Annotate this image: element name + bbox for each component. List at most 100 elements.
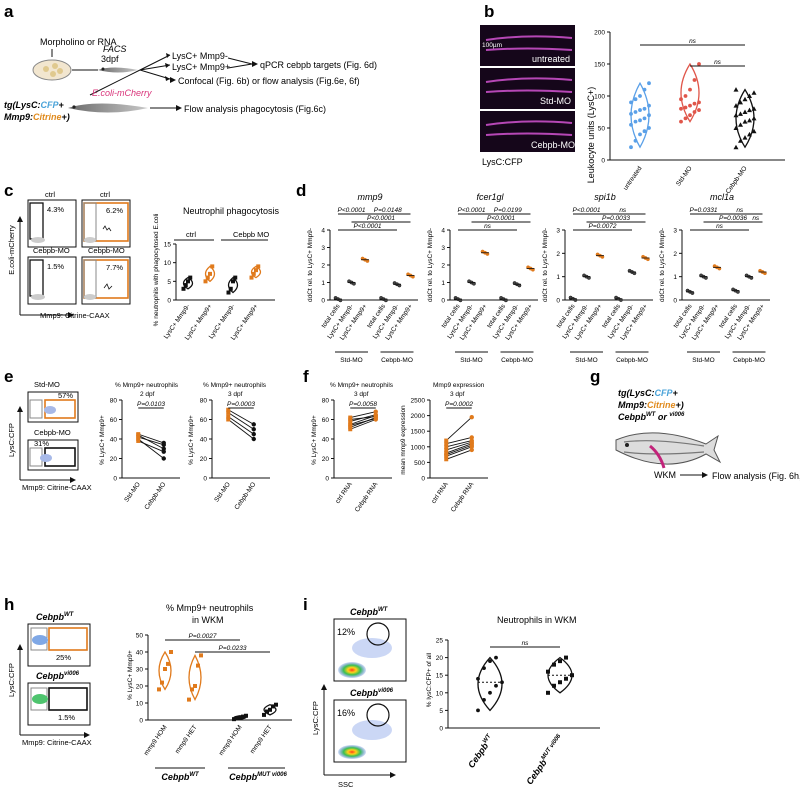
b-s0-point xyxy=(638,118,642,123)
c-s0-point xyxy=(181,286,186,291)
flow-c4-label: Cebpb-MO xyxy=(88,246,125,255)
e-c1-point-a xyxy=(136,432,141,437)
b-s0-point xyxy=(629,112,633,116)
e-c2-pair-line xyxy=(227,419,255,440)
merge-arrows xyxy=(227,57,253,69)
b-s2-point xyxy=(738,99,743,105)
panel-g: g tg(LysC:CFP+ Mmp9:Citrine+) CebpbWT or… xyxy=(590,367,800,481)
b-s0-point xyxy=(647,81,651,86)
qpcr-label: qPCR cebpb targets (Fig. 6d) xyxy=(260,60,377,70)
c-s3-point xyxy=(251,271,256,276)
wkm-label: WKM xyxy=(654,470,676,480)
c-s1-point xyxy=(210,264,215,269)
flow-plot-c2: ctrl 6.2% xyxy=(81,190,131,248)
h-s0-point xyxy=(157,687,161,692)
e-c1-ylabel: % LysC+ Mmp9+ xyxy=(99,415,106,465)
e-c2-x-label: Cebpb-MO xyxy=(233,481,257,511)
f-c2-pair-line xyxy=(446,437,472,445)
b-s1-point xyxy=(688,87,692,92)
b-s2-point xyxy=(751,90,757,95)
d-spi1b-tick-label: 1 xyxy=(556,274,560,281)
h-s2-point xyxy=(244,713,248,718)
e-c2-pair-line xyxy=(227,416,255,435)
c-s0-point xyxy=(183,283,188,288)
h-s2-point xyxy=(241,714,245,719)
b-x-label: untreated xyxy=(622,165,644,192)
d-fcer1gl-tick-label: 1 xyxy=(441,280,445,287)
tg-line-g1: tg(LysC:CFP+ xyxy=(618,388,679,398)
e-c1-tick-label: 40 xyxy=(110,437,118,444)
image-label-cebpb: Cebpb-MO xyxy=(531,140,575,150)
f-c2-tick-label: 2000 xyxy=(411,413,426,420)
h-s3-point xyxy=(265,709,269,714)
f-c1-title2: 3 dpf xyxy=(354,391,369,398)
d-mcl1a-tick-label: 0 xyxy=(673,298,677,305)
f-c2-pair-line xyxy=(446,449,472,460)
d-mmp9-s4-sig: P<0.0001 xyxy=(353,223,381,230)
h-s2-point xyxy=(232,717,236,722)
tg-line-a1: tg(LysC:CFP+ xyxy=(4,100,65,110)
f-c2-ylabel: mean mmp9 expression xyxy=(400,405,407,475)
b-s2-point xyxy=(747,117,752,123)
i-tick-label: 15 xyxy=(436,673,444,680)
b-s1-violin xyxy=(680,62,700,123)
e-c2-point-b xyxy=(251,427,256,432)
b-s0-point xyxy=(638,108,642,112)
h-grp2: CebpbMUT vi006 xyxy=(229,772,287,782)
panel-c: c ctrl 4.3% ctrl 6.2% Cebpb-MO 1.5% xyxy=(4,181,280,342)
phago-label: Flow analysis phagocytosis (Fig.6c) xyxy=(184,104,326,114)
d-mmp9-s1-sig: P<0.0001 xyxy=(337,207,365,214)
d-mmp9-tick-label: 3 xyxy=(321,245,325,252)
image-label-untreated: untreated xyxy=(532,54,570,64)
b-s0-point xyxy=(642,116,647,121)
tg-line-a2: Mmp9:Citrine+) xyxy=(4,112,70,122)
g-flow-label: Flow analysis (Fig. 6h, 6i) xyxy=(712,471,800,481)
h-x-label: mmp9 HET xyxy=(249,724,274,755)
b-s2-point xyxy=(733,144,739,150)
e-flow1-pct: 57% xyxy=(58,391,73,400)
flow-c2-pct: 6.2% xyxy=(106,206,123,215)
d-spi1b-tick-label: 2 xyxy=(556,251,560,258)
flow-c3-label: Cebpb-MO xyxy=(33,246,70,255)
c-s2-violin xyxy=(227,276,239,294)
b-s1-point xyxy=(692,110,697,114)
f-c2-point-a xyxy=(444,438,449,443)
d-mmp9-title: mmp9 xyxy=(357,192,382,202)
i-title: Neutrophils in WKM xyxy=(497,615,577,625)
panel-letter-h: h xyxy=(4,595,14,614)
b-s2-point xyxy=(747,93,752,98)
b-s2-point xyxy=(733,87,739,92)
d-spi1b-s1-sig: P<0.0001 xyxy=(572,207,600,214)
b-s2-point xyxy=(733,112,739,118)
f-c2-tick-label: 1000 xyxy=(411,444,426,451)
b-s0-point xyxy=(633,119,638,124)
f-c1-tick-label: 60 xyxy=(322,417,330,424)
h-s0-point xyxy=(166,661,170,666)
i-ns-sig: ns xyxy=(522,640,530,647)
f-c2-pair-line xyxy=(446,446,472,457)
f-c2-point-b xyxy=(469,438,474,443)
i-s1-point xyxy=(558,680,562,685)
d-spi1b-tick-label: 3 xyxy=(556,228,560,235)
f-c1-pair-line xyxy=(350,419,376,430)
f-c1-point-a xyxy=(348,415,353,420)
b-s2-point xyxy=(751,128,757,134)
i-s0-point xyxy=(488,659,492,664)
d-spi1b-grp1: Std-MO xyxy=(575,357,597,364)
f-c2-sig: P=0.0002 xyxy=(445,401,473,408)
e-c2-x-label: Std-MO xyxy=(213,481,232,503)
c-s2-point xyxy=(231,279,235,284)
e-c1-x-label: Std-MO xyxy=(123,481,142,503)
ecoli-label: E.coli-mCherry xyxy=(92,88,152,98)
f-c2-point-b xyxy=(469,435,474,440)
b-s2-point xyxy=(747,131,752,137)
b-s2-point xyxy=(733,103,739,108)
i-s1-point xyxy=(564,676,568,681)
f-c2-pair-line xyxy=(446,443,472,454)
d-spi1b-s2-sig: ns xyxy=(619,207,627,214)
d-mcl1a-grp1: Std-MO xyxy=(692,357,714,364)
i-s1-point xyxy=(570,673,574,678)
d-mmp9-tick-label: 2 xyxy=(321,263,325,270)
